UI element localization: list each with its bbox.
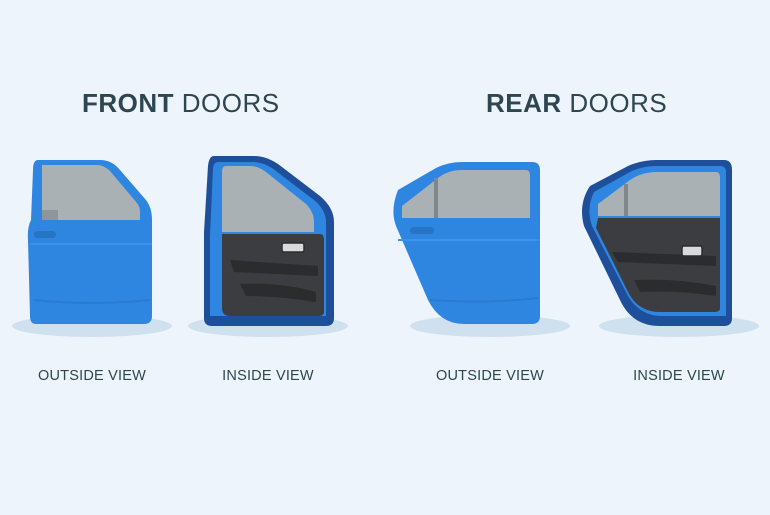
front-inside-armrest <box>230 260 318 276</box>
rear-outside-window-divider <box>434 178 438 218</box>
rear-inside-door-pocket <box>634 279 716 296</box>
front-outside-window <box>42 165 140 220</box>
rear-door-inside <box>582 160 732 326</box>
front-inside-door-pocket <box>240 283 316 302</box>
front-inside-caption: INSIDE VIEW <box>222 368 314 384</box>
rear-inside-caption: INSIDE VIEW <box>633 368 725 384</box>
front-inside-window <box>222 166 314 232</box>
rear-inside-handle-icon <box>681 245 703 257</box>
front-heading-rest: DOORS <box>181 88 280 118</box>
front-outside-handle-icon <box>34 231 56 238</box>
rear-outside-lower-crease <box>429 297 539 303</box>
front-inside-handle-icon <box>281 242 305 253</box>
front-outside-caption: OUTSIDE VIEW <box>38 368 146 384</box>
front-heading-bold: FRONT <box>82 88 175 118</box>
rear-heading-bold: REAR <box>486 88 562 118</box>
rear-doors-heading: REAR DOORS <box>486 88 667 119</box>
front-outside-mirror-mount <box>42 210 58 220</box>
front-doors-heading: FRONT DOORS <box>82 88 280 119</box>
front-door-inside <box>204 156 334 326</box>
rear-inside-window-divider <box>624 184 628 216</box>
rear-door-outside <box>393 162 540 324</box>
rear-inside-window <box>598 172 720 216</box>
rear-outside-handle-icon <box>410 227 434 234</box>
front-outside-lower-crease <box>33 299 151 304</box>
rear-outside-caption: OUTSIDE VIEW <box>436 368 544 384</box>
rear-heading-rest: DOORS <box>569 88 668 118</box>
front-door-outside <box>27 160 152 324</box>
